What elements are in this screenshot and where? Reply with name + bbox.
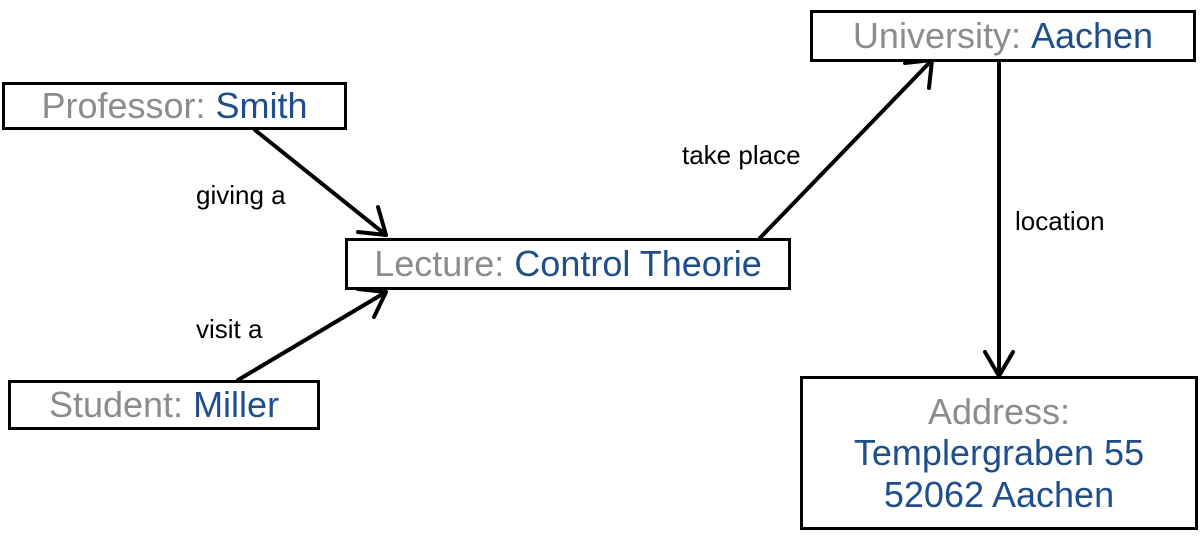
university-value: Aachen bbox=[1030, 15, 1154, 57]
edge-label-take-place: take place bbox=[682, 140, 801, 170]
university-type: University: bbox=[852, 15, 1021, 57]
address-line1: Templergraben 55 bbox=[853, 432, 1145, 474]
professor-type: Professor: bbox=[41, 85, 206, 127]
address-node: Address: Templergraben 55 52062 Aachen bbox=[800, 376, 1198, 530]
edge-label-giving: giving a bbox=[196, 180, 286, 210]
address-line2: 52062 Aachen bbox=[883, 473, 1115, 515]
address-type: Address: bbox=[927, 390, 1071, 432]
lecture-type: Lecture: bbox=[374, 243, 505, 285]
edge-giving-arrow bbox=[253, 128, 388, 237]
professor-value: Smith bbox=[215, 85, 308, 127]
professor-node: Professor: Smith bbox=[2, 82, 347, 130]
edge-label-location: location bbox=[1015, 206, 1105, 236]
edge-location-arrow bbox=[983, 60, 1015, 378]
edge-label-visit: visit a bbox=[196, 314, 263, 344]
edge-visit-arrow bbox=[236, 287, 388, 382]
student-value: Miller bbox=[193, 384, 280, 426]
lecture-node: Lecture: Control Theorie bbox=[345, 238, 791, 290]
student-type: Student: bbox=[48, 384, 184, 426]
university-node: University: Aachen bbox=[810, 10, 1196, 62]
student-node: Student: Miller bbox=[8, 380, 320, 430]
lecture-value: Control Theorie bbox=[514, 243, 762, 285]
